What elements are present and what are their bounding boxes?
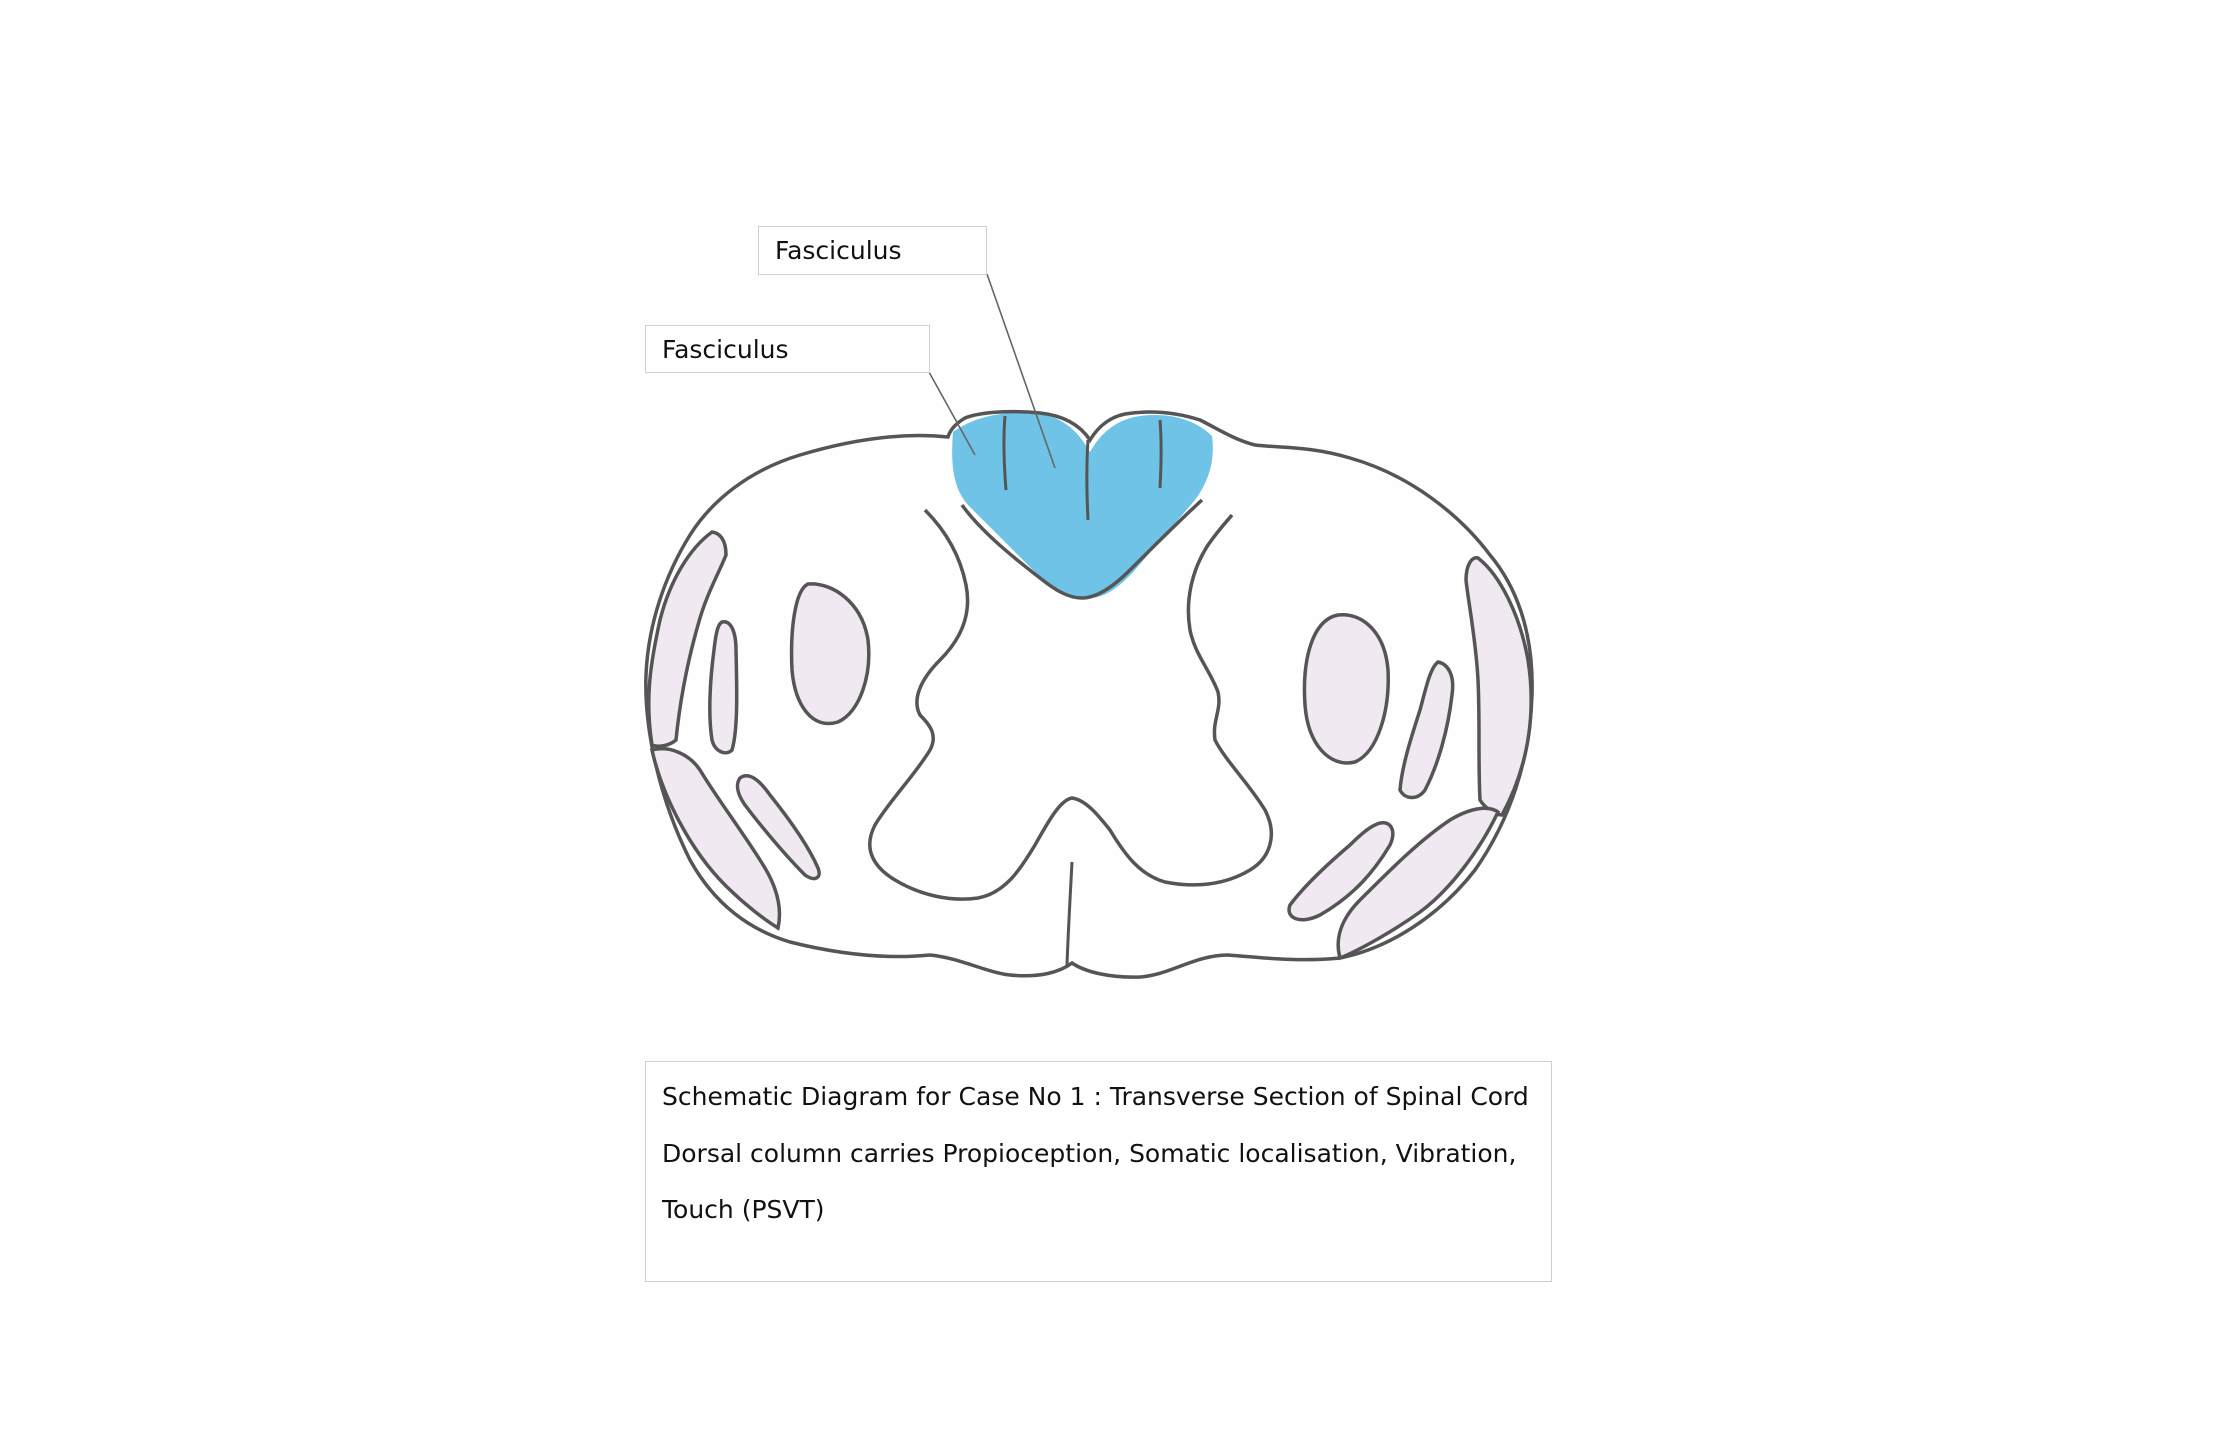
dorsal-column-highlight: [952, 412, 1213, 599]
leader-line-left: [928, 371, 976, 456]
right-intermediate-septum: [1158, 419, 1163, 489]
dorsal-median-septum: [1085, 439, 1090, 521]
right-ventral-tract: [1336, 806, 1501, 961]
caption-line-1: Schematic Diagram for Case No 1 : Transv…: [662, 1082, 1529, 1111]
ventral-median-fissure: [1065, 861, 1074, 966]
right-spinocerebellar-tract: [1464, 556, 1533, 817]
right-lateral-corticospinal-tract: [1302, 613, 1390, 765]
fasciculus-label-top-text: Fasciculus: [775, 236, 902, 265]
grey-matter-outline: [868, 508, 1274, 901]
caption-box: Schematic Diagram for Case No 1 : Transv…: [645, 1061, 1552, 1282]
fasciculus-label-top: Fasciculus: [758, 226, 987, 275]
fasciculus-label-left: Fasciculus: [645, 325, 930, 373]
left-intermediate-septum: [1002, 415, 1008, 491]
right-rubrospinal-tract: [1398, 660, 1455, 800]
left-anterior-tract: [735, 774, 821, 881]
dorsal-column-outline: [960, 498, 1204, 600]
fasciculus-label-left-text: Fasciculus: [662, 334, 789, 364]
left-lateral-corticospinal-tract: [789, 582, 871, 726]
right-anterior-tract: [1287, 821, 1395, 922]
spinal-cord-outline: [644, 409, 1534, 979]
caption-line-2: Dorsal column carries Propioception, Som…: [662, 1138, 1517, 1168]
left-ventral-tract: [649, 747, 782, 931]
left-rubrospinal-tract: [708, 620, 739, 755]
leader-line-top: [986, 273, 1056, 469]
left-spinocerebellar-tract: [646, 530, 728, 748]
caption-line-3: Touch (PSVT): [662, 1195, 825, 1224]
